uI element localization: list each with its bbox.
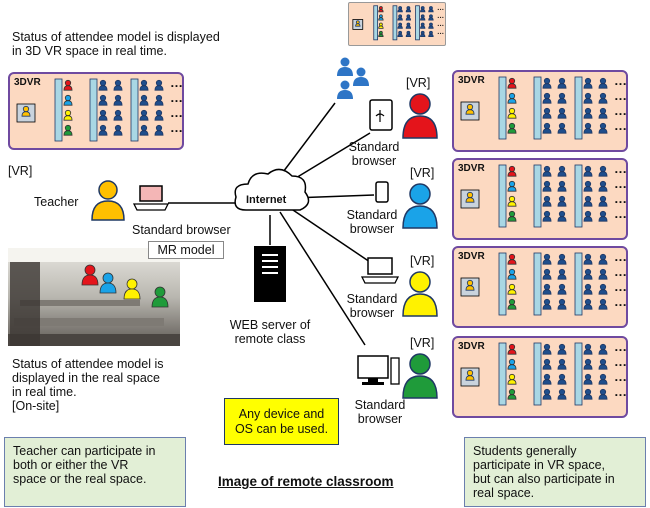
panel-seating (460, 76, 608, 140)
ellipsis-mark: … (614, 88, 627, 103)
ellipsis-mark: … (614, 279, 627, 294)
web-server-label: WEB server of remote class (229, 318, 311, 346)
mr-model-label: MR model (148, 241, 224, 259)
panel-label: 3DVR (458, 163, 485, 174)
vr-space-thumbnail: ………… (348, 2, 446, 46)
panel-label: 3DVR (14, 77, 41, 88)
ellipsis-mark: … (437, 28, 445, 37)
ellipsis-mark: … (437, 3, 445, 12)
ellipsis-mark: … (614, 339, 627, 354)
panel-label: 3DVR (458, 251, 485, 262)
internet-label: Internet (246, 194, 287, 206)
vr-space-panel-teacher: 3DVR ………… (8, 72, 184, 150)
ellipsis-mark: … (437, 20, 445, 29)
student-note: Students generally participate in VR spa… (464, 437, 646, 507)
teacher-label: Teacher (34, 195, 79, 209)
teacher-note: Teacher can participate in both or eithe… (4, 437, 186, 507)
panel-seating (460, 252, 608, 316)
ellipsis-mark: … (614, 103, 627, 118)
student-vr-tag: [VR] (410, 336, 435, 350)
student-vr-tag: [VR] (410, 166, 435, 180)
ellipsis-mark: … (614, 206, 627, 221)
panel-seating (352, 5, 434, 41)
panel-seating (460, 342, 608, 406)
ellipsis-mark: … (170, 90, 183, 105)
diagram-caption: Image of remote classroom (218, 474, 394, 489)
student-vr-tag: [VR] (410, 254, 435, 268)
vr-status-text: Status of attendee model is displayed in… (12, 30, 220, 58)
ellipsis-mark: … (614, 118, 627, 133)
ellipsis-mark: … (170, 120, 183, 135)
ellipsis-mark: … (614, 369, 627, 384)
panel-label: 3DVR (458, 75, 485, 86)
ellipsis-mark: … (614, 161, 627, 176)
ellipsis-mark: … (170, 75, 183, 90)
ellipsis-mark: … (614, 176, 627, 191)
teacher-device-label: Standard browser (132, 223, 231, 237)
panel-seating (460, 164, 608, 228)
panel-label: 3DVR (458, 341, 485, 352)
ellipsis-mark: … (614, 191, 627, 206)
vr-space-panel-student-1: 3DVR………… (452, 70, 628, 152)
ellipsis-mark: … (614, 294, 627, 309)
vr-space-panel-student-3: 3DVR………… (452, 246, 628, 328)
ellipsis-mark: … (437, 11, 445, 20)
panel-seating (16, 78, 164, 142)
vr-space-panel-student-2: 3DVR………… (452, 158, 628, 240)
ellipsis-mark: … (614, 384, 627, 399)
ellipsis-mark: … (614, 249, 627, 264)
real-space-status-text: Status of attendee model is displayed in… (12, 357, 164, 413)
device-note: Any device and OS can be used. (224, 398, 339, 445)
vr-space-panel-student-4: 3DVR………… (452, 336, 628, 418)
ellipsis-mark: … (170, 105, 183, 120)
vr-tag: [VR] (8, 164, 33, 178)
student-vr-tag: [VR] (406, 76, 431, 90)
ellipsis-mark: … (614, 264, 627, 279)
ellipsis-mark: … (614, 73, 627, 88)
ellipsis-mark: … (614, 354, 627, 369)
